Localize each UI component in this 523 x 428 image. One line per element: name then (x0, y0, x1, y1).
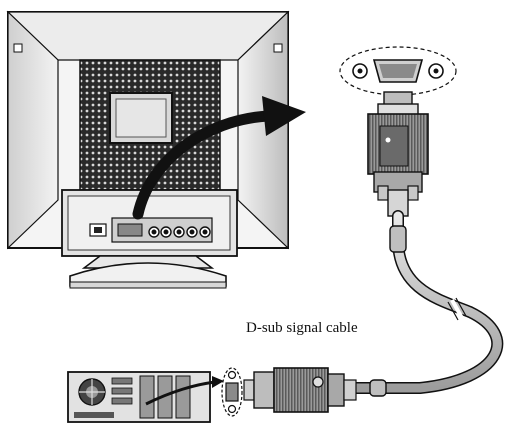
pc-port-callout (222, 368, 242, 416)
cable-caption: D-sub signal cable (246, 320, 358, 337)
signal-cable (354, 216, 497, 396)
computer-rear (68, 372, 224, 422)
dsub-pin-callout (340, 47, 456, 95)
dsub-port (118, 224, 142, 236)
cable-connector-bottom (244, 368, 356, 412)
monitor-rear (8, 12, 288, 288)
ferrite-core (390, 226, 406, 252)
cable-connector-top (368, 92, 428, 216)
bnc-connectors (149, 227, 210, 237)
